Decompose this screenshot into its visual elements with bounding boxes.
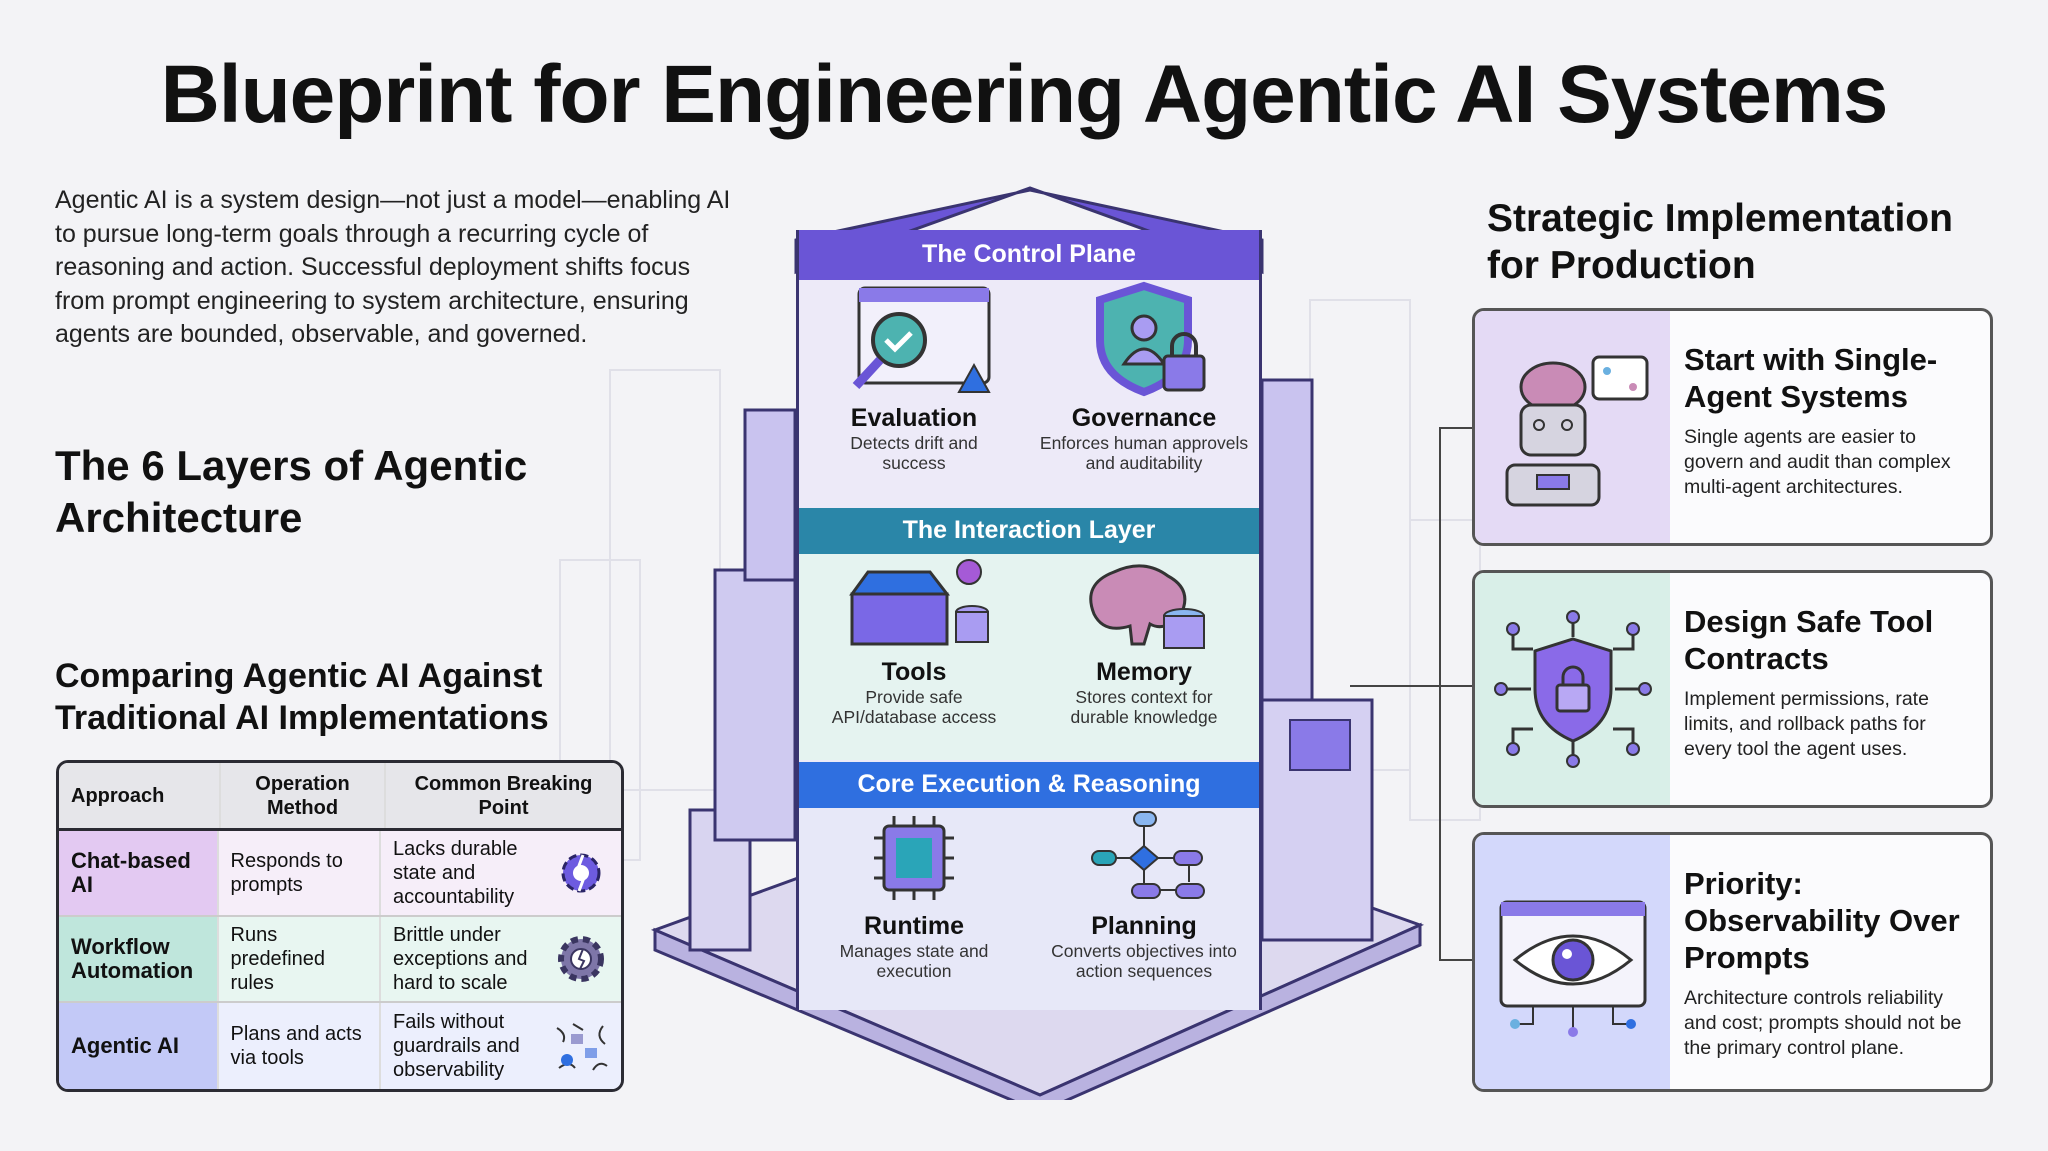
cracked-gear-icon [558, 936, 604, 982]
layer-evaluation: Evaluation Detects drift and success [799, 280, 1029, 508]
robot-brain-icon [1505, 355, 1648, 507]
card-title: Start with Single-Agent Systems [1684, 342, 1938, 414]
layer-description: Provide safe API/database access [831, 687, 997, 727]
table-row: Workflow Automation Runs predefined rule… [59, 917, 621, 1003]
banner-core-execution: Core Execution & Reasoning [799, 762, 1259, 808]
card-observability: Priority: Observability Over Prompts Arc… [1472, 832, 1993, 1092]
header-approach: Approach [71, 784, 165, 807]
layers-heading: The 6 Layers of Agentic Architecture [55, 442, 528, 541]
card-icon-area [1475, 835, 1670, 1089]
layer-name: Memory [1096, 658, 1192, 686]
approach-cell: Agentic AI [59, 1003, 217, 1089]
brain-database-icon [1089, 564, 1205, 649]
layer-name: Planning [1091, 912, 1197, 940]
layer-tools: Tools Provide safe API/database access [799, 554, 1029, 760]
layer-name: Governance [1071, 404, 1217, 432]
banner-interaction-layer: The Interaction Layer [799, 508, 1259, 554]
breaking-text: Brittle under exceptions and hard to sca… [393, 924, 528, 994]
breaking-text: Lacks durable state and accountability [393, 838, 518, 908]
strategic-heading: Strategic Implementation for Production [1487, 197, 1953, 287]
broken-gear-icon [561, 853, 601, 893]
intro-paragraph: Agentic AI is a system design—not just a… [55, 186, 731, 348]
card-body: Architecture controls reliability and co… [1684, 987, 1962, 1059]
chaos-network-icon [556, 1023, 608, 1071]
breaking-cell: Fails without guardrails and observabili… [379, 1003, 621, 1089]
control-plane-section: Evaluation Detects drift and success Gov… [799, 280, 1259, 508]
table-row: Agentic AI Plans and acts via tools Fail… [59, 1003, 621, 1089]
card-text: Start with Single-Agent Systems Single a… [1670, 311, 1990, 543]
interaction-layer-section: Tools Provide safe API/database access M… [799, 554, 1259, 760]
breaking-cell: Lacks durable state and accountability [379, 831, 621, 915]
breaking-cell: Brittle under exceptions and hard to sca… [379, 917, 621, 1001]
toolbox-icon [849, 559, 989, 646]
layer-description: Stores context for durable knowledge [1070, 687, 1218, 727]
layer-description: Detects drift and success [850, 433, 978, 473]
card-body: Implement permissions, rate limits, and … [1684, 688, 1929, 760]
card-text: Design Safe Tool Contracts Implement per… [1670, 573, 1990, 805]
shield-circuit-icon [1493, 610, 1652, 768]
card-safe-tool-contracts: Design Safe Tool Contracts Implement per… [1472, 570, 1993, 808]
layer-memory: Memory Stores context for durable knowle… [1029, 554, 1259, 760]
architecture-stack: The Control Plane Evaluation Detects dri… [796, 230, 1262, 1010]
core-execution-section: Runtime Manages state and execution Plan… [799, 808, 1259, 1010]
table-row: Chat-based AI Responds to prompts Lacks … [59, 831, 621, 917]
chip-icon [874, 816, 954, 900]
card-title: Priority: Observability Over Prompts [1684, 866, 1960, 975]
card-icon-area [1475, 311, 1670, 543]
page-title: Blueprint for Engineering Agentic AI Sys… [160, 49, 1889, 140]
table-header: Approach Operation Method Common Breakin… [59, 763, 621, 831]
banner-control-plane: The Control Plane [799, 230, 1259, 280]
method-cell: Responds to prompts [216, 831, 379, 915]
layer-governance: Governance Enforces human approvels and … [1029, 280, 1259, 508]
layer-description: Enforces human approvels and auditabilit… [1039, 433, 1249, 473]
layer-planning: Planning Converts objectives into action… [1029, 808, 1259, 1010]
comparison-heading: Comparing Agentic AI Against Traditional… [55, 657, 549, 737]
eye-window-icon [1499, 900, 1646, 1037]
card-title: Design Safe Tool Contracts [1684, 604, 1934, 676]
card-body: Single agents are easier to govern and a… [1684, 426, 1951, 498]
layer-name: Runtime [864, 912, 964, 940]
layer-description: Manages state and execution [839, 941, 989, 981]
card-single-agent: Start with Single-Agent Systems Single a… [1472, 308, 1993, 546]
evaluation-magnifier-icon [852, 286, 991, 393]
layer-name: Evaluation [850, 404, 978, 432]
breaking-text: Fails without guardrails and observabili… [393, 1011, 520, 1081]
header-breaking-point: Common Breaking Point [384, 763, 621, 828]
connector-bracket [1350, 427, 1472, 961]
method-cell: Plans and acts via tools [216, 1003, 379, 1089]
layer-description: Converts objectives into action sequence… [1051, 941, 1237, 981]
approach-cell: Chat-based AI [59, 831, 217, 915]
card-icon-area [1475, 573, 1670, 805]
header-method: Operation Method [219, 763, 384, 828]
method-cell: Runs predefined rules [216, 917, 379, 1001]
approach-cell: Workflow Automation [59, 917, 217, 1001]
card-text: Priority: Observability Over Prompts Arc… [1670, 835, 1990, 1089]
layer-runtime: Runtime Manages state and execution [799, 808, 1029, 1010]
flowchart-icon [1091, 811, 1205, 899]
layer-name: Tools [881, 658, 947, 686]
shield-lock-icon [1096, 281, 1206, 397]
comparison-table: Approach Operation Method Common Breakin… [56, 760, 624, 1092]
